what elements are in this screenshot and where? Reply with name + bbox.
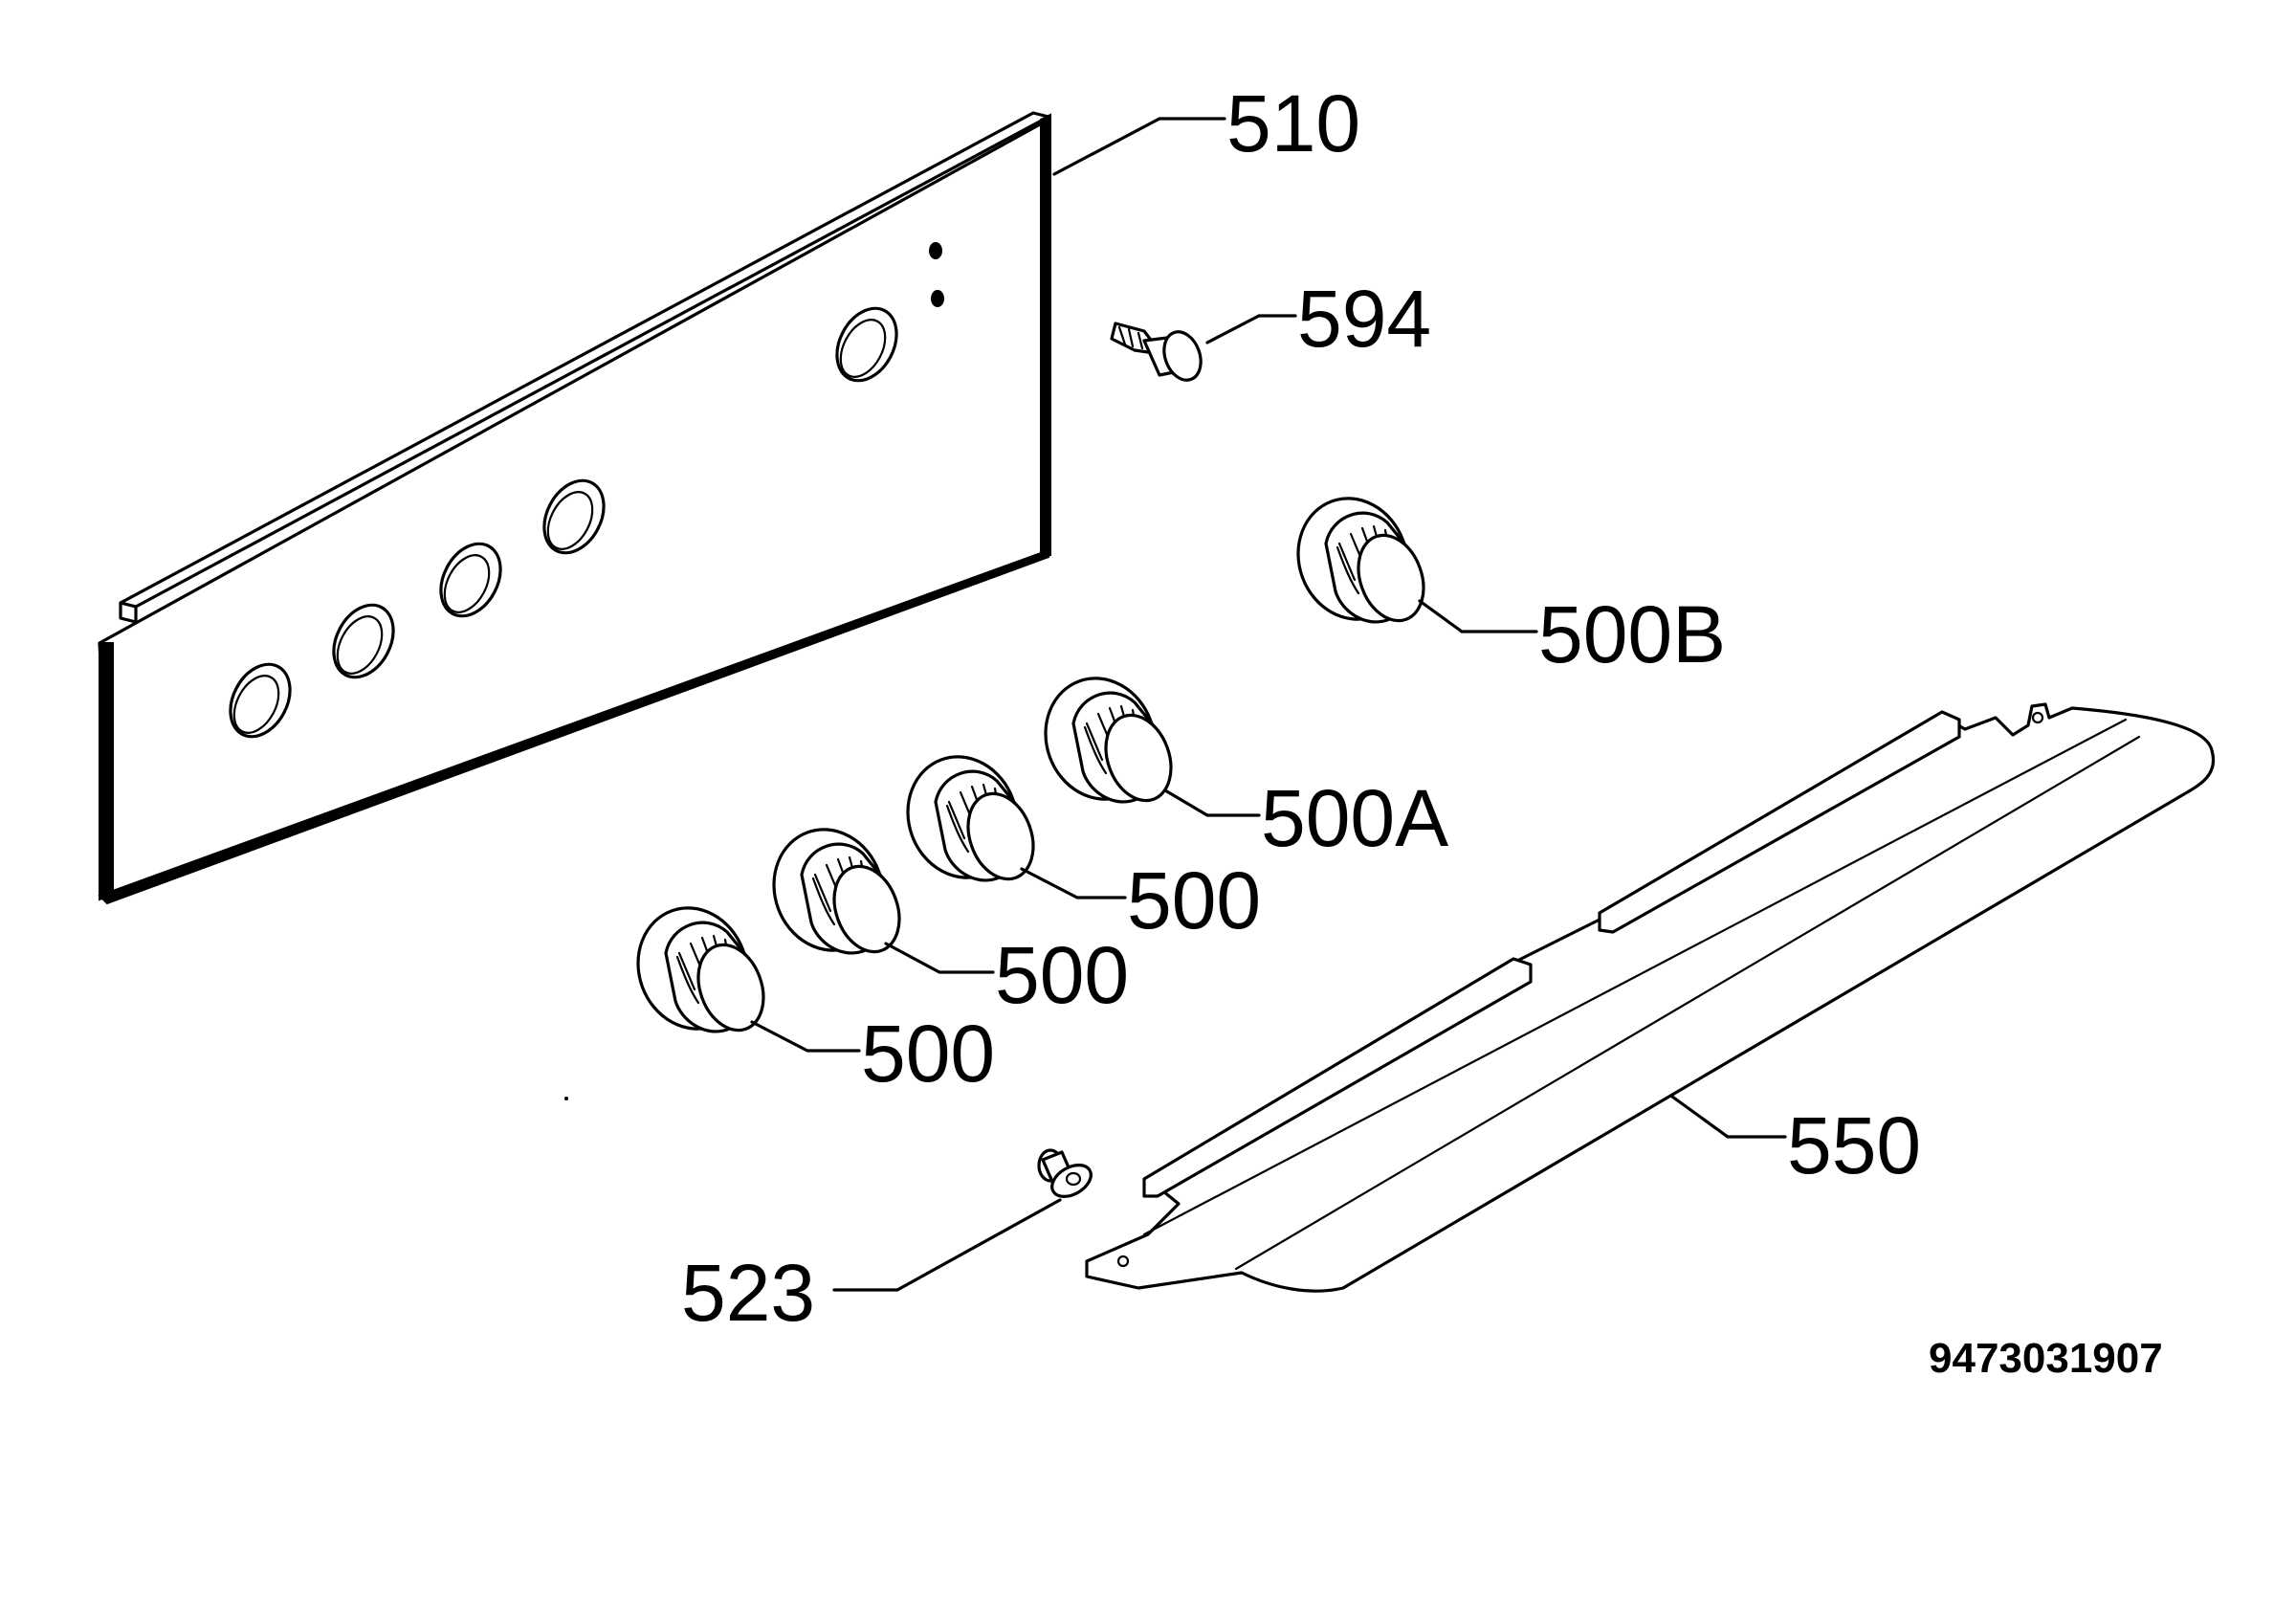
knob-500-1-leader-line [1020,867,1127,899]
trim-strip-part [1085,702,2216,1293]
callout-523: 523 [681,1248,815,1338]
panel-knob-holes [229,306,898,739]
panel-leader-line [1052,117,1226,176]
indicator-pin-part [1110,322,1203,382]
callout-510: 510 [1226,78,1360,168]
knob-500-2-leader-line [884,942,995,974]
document-number: 9473031907 [1929,1335,2163,1382]
panel-indicator-holes [929,242,944,307]
callout-594: 594 [1297,274,1431,364]
callout-500a: 500A [1261,773,1448,863]
trim-leader-line [1670,1095,1787,1139]
control-panel-part [98,111,1051,905]
knob-500-3-leader-line [750,1020,861,1053]
callout-500-1: 500 [1127,855,1261,945]
callout-550: 550 [1787,1100,1921,1190]
knob-500b-leader-line [1418,599,1538,633]
callout-500-2: 500 [995,930,1129,1020]
stray-dot [564,1097,568,1100]
knob-500a [1027,661,1184,816]
pin-leader-line [1205,314,1297,344]
callout-500b: 500B [1538,589,1726,679]
knob-500b [1279,481,1437,636]
screw-leader-line [832,1198,1062,1292]
screw-part [1037,1148,1093,1198]
callout-500-3: 500 [861,1009,995,1099]
knob-500a-leader-line [1163,788,1261,817]
